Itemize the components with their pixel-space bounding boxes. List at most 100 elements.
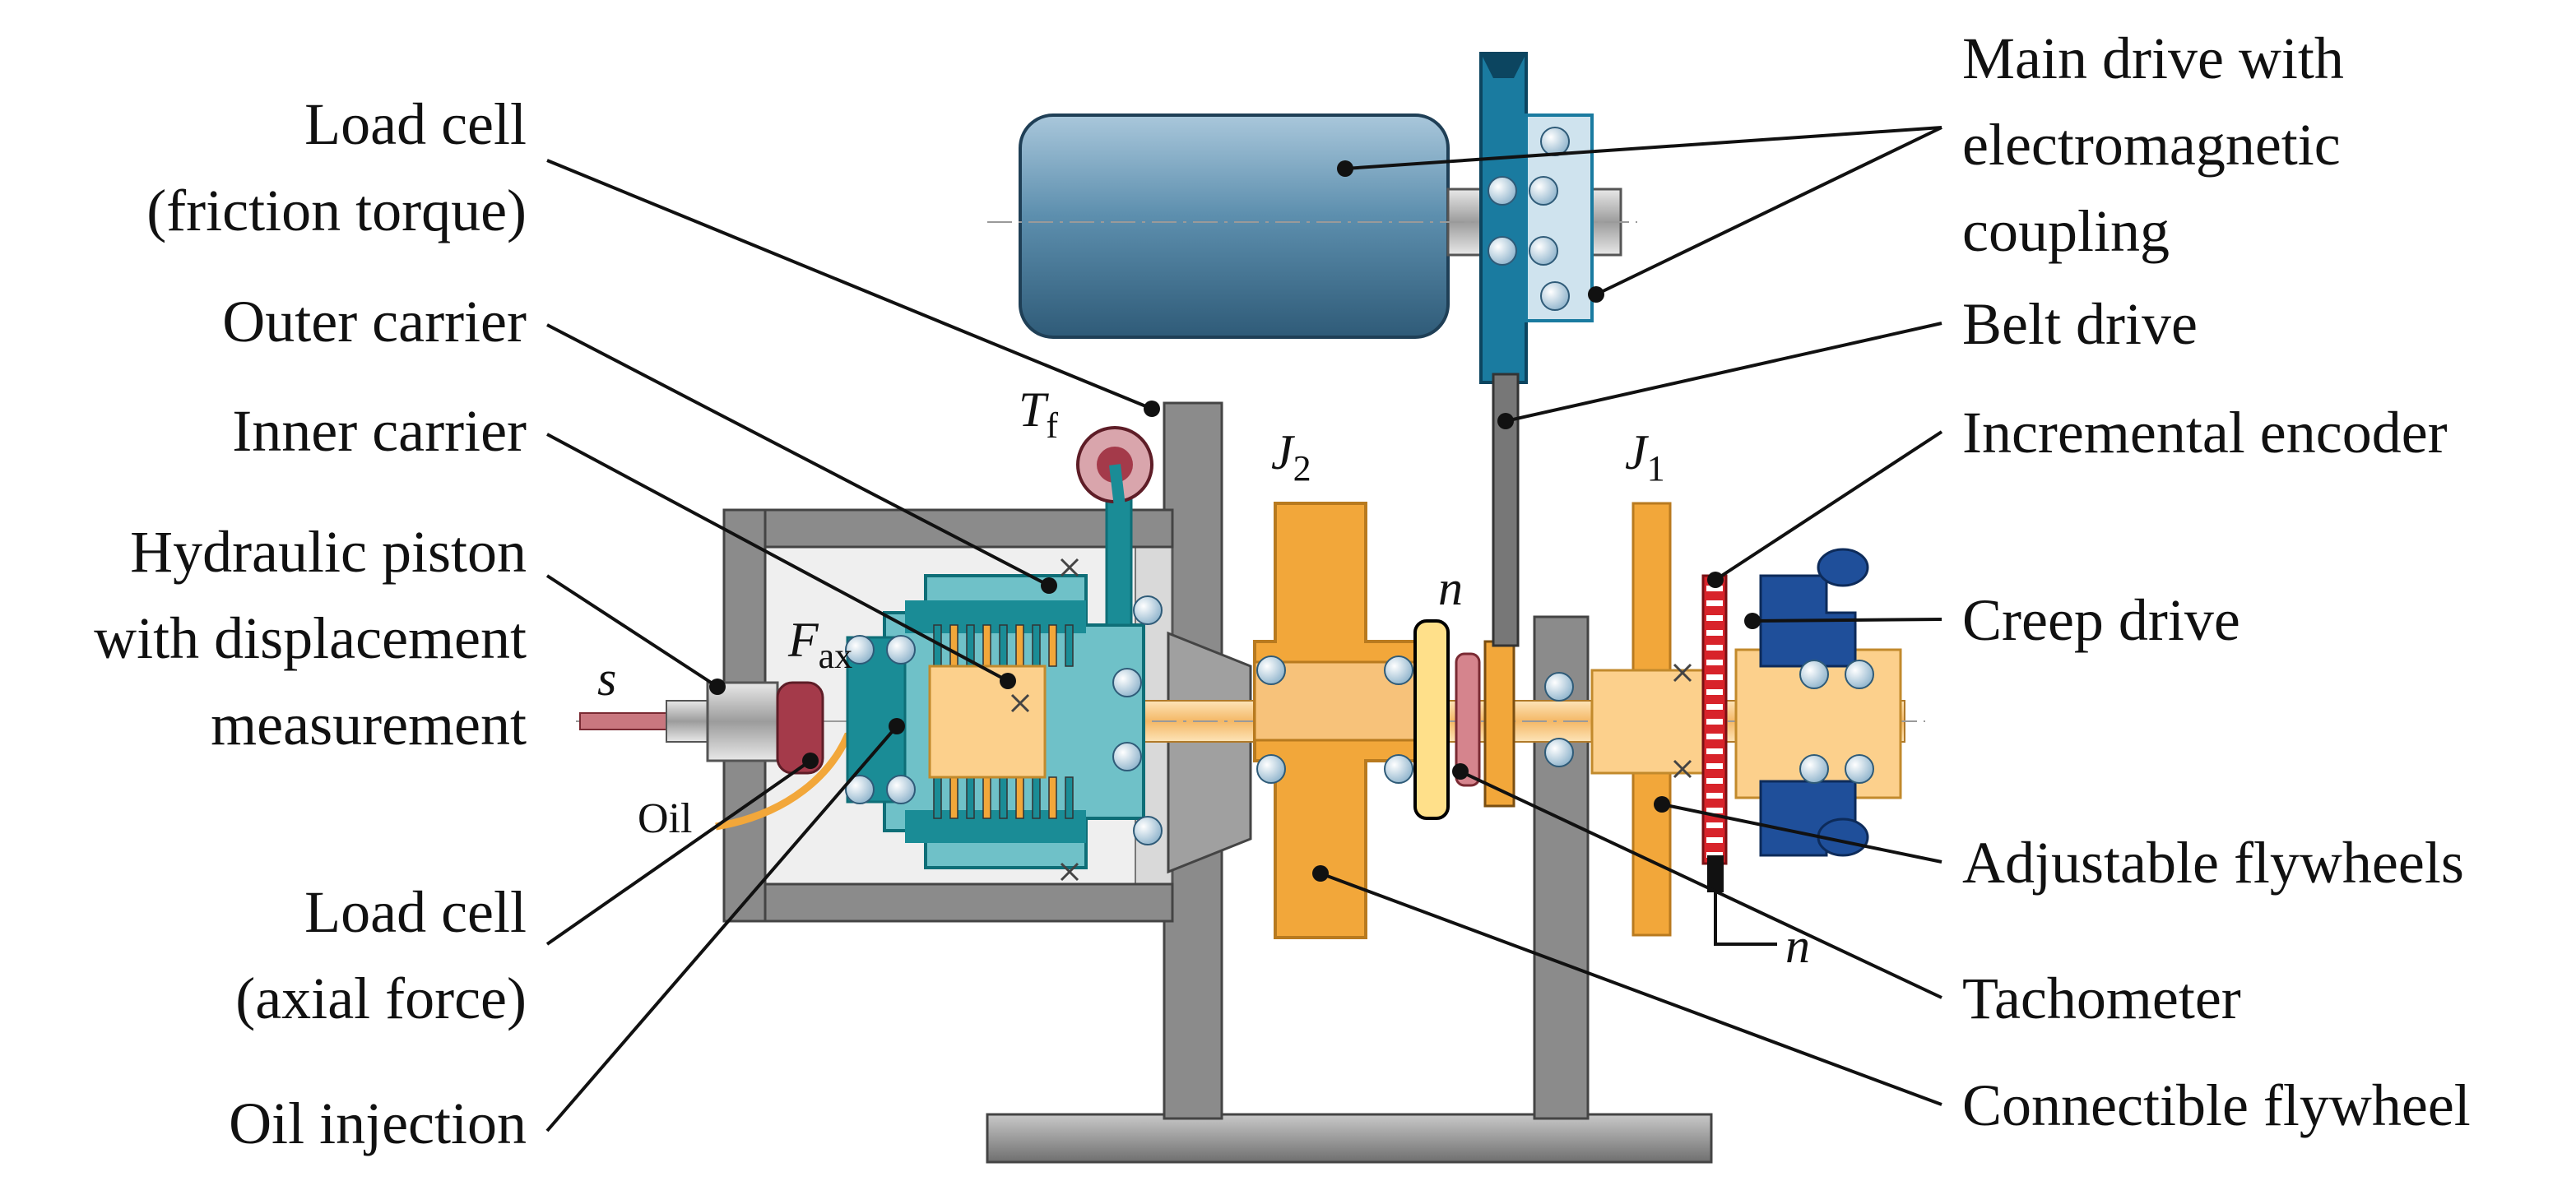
bearing-ball [886, 635, 916, 665]
bearing-ball [1845, 754, 1874, 784]
encoder-tooth [1706, 852, 1723, 858]
encoder-tooth [1706, 734, 1723, 739]
bearing-ball [1133, 816, 1163, 845]
oil-line [715, 720, 898, 831]
encoder-tooth [1706, 674, 1723, 680]
encoder-tooth [1706, 615, 1723, 621]
label-belt-drive: Belt drive [1962, 291, 2198, 357]
connectible-flywheel [1253, 502, 1421, 939]
symbol-speed-upper: n [1438, 561, 1463, 615]
label-hydraulic-line2: with displacement [94, 605, 527, 671]
bearing-ball [1256, 655, 1286, 685]
friction-disc [999, 624, 1008, 667]
encoder-tooth [1706, 808, 1723, 813]
friction-disc [1048, 776, 1057, 819]
bearings [845, 127, 1874, 845]
encoder-tooth [1706, 719, 1723, 725]
friction-disc [949, 624, 958, 667]
bearing-ball [845, 775, 875, 804]
friction-disc [966, 776, 975, 819]
friction-disc [1015, 624, 1024, 667]
label-incremental-encoder: Incremental encoder [1962, 400, 2448, 465]
bearing-ball [1845, 660, 1874, 689]
label-adjustable-flywheels: Adjustable flywheels [1962, 830, 2464, 896]
friction-disc [999, 776, 1008, 819]
encoder-tooth [1706, 660, 1723, 665]
friction-disc [982, 776, 991, 819]
bearing-ball [1384, 754, 1413, 784]
leader-dots [709, 160, 1761, 882]
label-main-drive-line2: electromagnetic [1962, 112, 2341, 178]
shaft-pulley [1483, 640, 1515, 808]
label-tachometer: Tachometer [1962, 966, 2241, 1031]
right-labels: Main drive with electromagnetic coupling… [1962, 25, 2471, 1138]
encoder-tooth [1706, 630, 1723, 636]
symbols: Tf Fax J2 J1 s n n Oil [597, 382, 1810, 973]
left-labels: Load cell (friction torque) Outer carrie… [94, 91, 527, 1156]
bearing-ball [1112, 668, 1142, 697]
symbol-j2: J2 [1271, 425, 1311, 489]
label-load-cell-axial-line2: (axial force) [235, 966, 527, 1031]
friction-disc [1048, 624, 1057, 667]
creep-drive [1734, 548, 1902, 857]
label-inner-carrier: Inner carrier [232, 398, 527, 464]
label-main-drive-line3: coupling [1962, 198, 2170, 264]
bearing-ball [1529, 176, 1558, 206]
torque-load-cell [1076, 426, 1153, 535]
seal-mark [1673, 663, 1692, 683]
label-creep-drive: Creep drive [1962, 587, 2240, 653]
friction-disc [1065, 624, 1074, 667]
leader-lines [545, 126, 1943, 1132]
encoder-tooth [1706, 793, 1723, 799]
friction-disc [1032, 624, 1041, 667]
friction-disc [1032, 776, 1041, 819]
label-hydraulic-line1: Hydraulic piston [130, 519, 527, 585]
encoder-tooth [1706, 600, 1723, 606]
symbol-speed-lower: n [1785, 919, 1810, 973]
label-load-cell-axial-line1: Load cell [304, 879, 527, 945]
axial-load-cell [776, 681, 824, 775]
seal-marks [1010, 558, 1692, 882]
symbol-axial-force: Fax [787, 613, 852, 676]
seal-mark [1673, 759, 1692, 779]
encoder-tooth [1706, 704, 1723, 710]
symbol-friction-torque: Tf [1019, 382, 1058, 446]
bearing-ball [1529, 236, 1558, 266]
label-hydraulic-line3: measurement [211, 692, 527, 757]
encoder-tooth [1706, 748, 1723, 754]
bearing-ball [1799, 660, 1829, 689]
bearing-ball [886, 775, 916, 804]
bearing-ball [845, 635, 875, 665]
encoder-tooth [1706, 822, 1723, 828]
encoder-tooth [1706, 763, 1723, 769]
coupling [1413, 619, 1481, 820]
label-outer-carrier: Outer carrier [222, 289, 527, 354]
label-main-drive-line1: Main drive with [1962, 25, 2344, 91]
symbol-j1: J1 [1625, 425, 1665, 489]
label-oil: Oil [638, 795, 692, 842]
hydraulic-piston [579, 681, 779, 762]
symbol-displacement: s [597, 651, 616, 706]
friction-disc [933, 776, 942, 819]
friction-disc [982, 624, 991, 667]
bearing-ball [1544, 738, 1574, 767]
label-load-cell-friction-line2: (friction torque) [146, 178, 527, 243]
label-connectible-flywheel: Connectible flywheel [1962, 1072, 2471, 1138]
bearing-ball [1384, 655, 1413, 685]
seal-mark [1060, 862, 1079, 882]
label-oil-injection: Oil injection [229, 1091, 527, 1156]
encoder-tooth [1706, 586, 1723, 591]
bearing-ball [1256, 754, 1286, 784]
friction-disc [1015, 776, 1024, 819]
bearing-ball [1544, 672, 1574, 702]
friction-disc [949, 776, 958, 819]
friction-disc [1065, 776, 1074, 819]
encoder-tooth [1706, 837, 1723, 843]
encoder-tooth [1706, 689, 1723, 695]
bearing-ball [1488, 236, 1517, 266]
bearing-ball [1112, 742, 1142, 771]
encoder-tooth [1706, 778, 1723, 784]
seal-mark [1060, 558, 1079, 577]
